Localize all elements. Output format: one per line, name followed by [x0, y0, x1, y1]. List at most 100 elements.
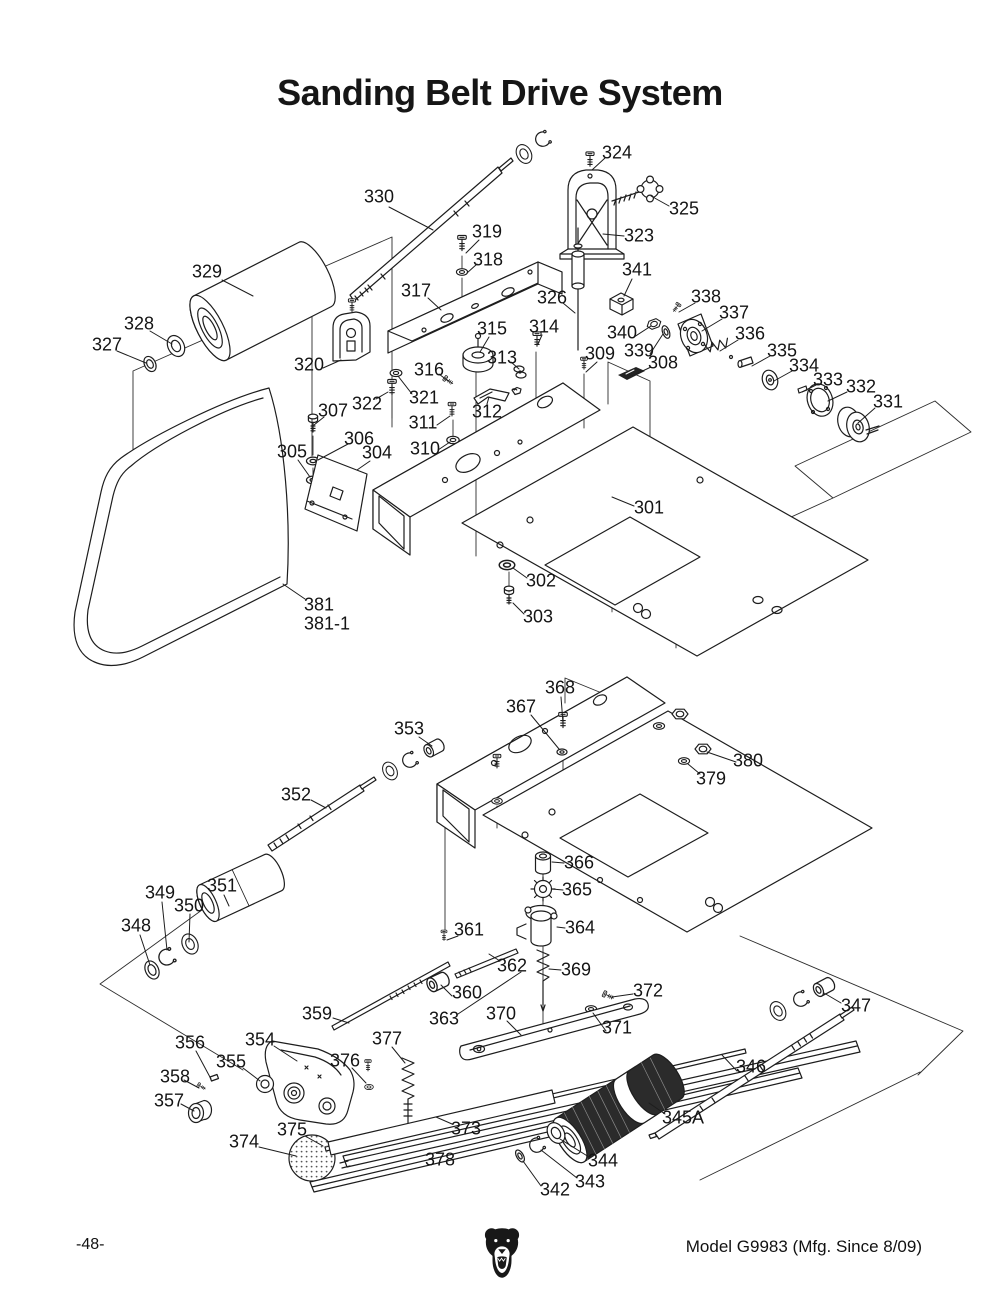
part-label-376: 376: [329, 1050, 361, 1071]
part-label-375: 375: [276, 1119, 308, 1140]
plate-320: [332, 311, 371, 362]
disc-334: [761, 369, 779, 391]
part-label-359: 359: [301, 1003, 333, 1024]
block-341: [609, 292, 634, 316]
part-label-333: 333: [812, 369, 844, 390]
washer-318: [455, 268, 469, 276]
part-label-363: 363: [428, 1008, 460, 1029]
part-label-312: 312: [471, 401, 503, 422]
part-label-319: 319: [471, 221, 503, 242]
part-label-328: 328: [123, 313, 155, 334]
part-label-356: 356: [174, 1032, 206, 1053]
housing-364: [516, 904, 558, 947]
part-label-318: 318: [472, 249, 504, 270]
bearing-346: [766, 998, 790, 1024]
tension-rod-326: [571, 227, 585, 351]
part-label-371: 371: [601, 1017, 633, 1038]
part-label-314: 314: [528, 316, 560, 337]
part-label-339: 339: [623, 340, 655, 361]
part-label-311: 311: [408, 412, 438, 433]
shaft-346: [648, 1006, 855, 1140]
part-label-364: 364: [564, 917, 596, 938]
roller-345A: [552, 1053, 685, 1164]
spring-369: [536, 949, 550, 1012]
arm-370: [459, 997, 649, 1061]
washers-313: [513, 365, 527, 379]
part-label-345A: 345A: [661, 1107, 705, 1128]
bearing-352: [379, 759, 401, 783]
part-label-346: 346: [735, 1056, 767, 1077]
part-label-370: 370: [485, 1003, 517, 1024]
beam-317: [387, 261, 563, 354]
screw-303: [503, 585, 515, 605]
part-label-335: 335: [766, 340, 798, 361]
part-label-352: 352: [280, 784, 312, 805]
washer-367: [556, 748, 568, 756]
screw-320-top: [347, 298, 357, 313]
part-label-329: 329: [191, 261, 223, 282]
part-label-367: 367: [505, 696, 537, 717]
plate-308: [618, 367, 645, 380]
part-label-320: 320: [293, 354, 325, 375]
part-label-338: 338: [690, 286, 722, 307]
bearing-350: [178, 930, 202, 958]
nut-upper-right: [671, 708, 689, 720]
drive-roller-329: [189, 241, 336, 362]
knob-325: [611, 175, 664, 206]
main-beam-tube: [372, 382, 601, 556]
screw-358: [196, 1082, 207, 1092]
page-title: Sanding Belt Drive System: [277, 72, 723, 113]
part-label-341: 341: [621, 259, 653, 280]
rod-359: [331, 961, 451, 1031]
shaft-362: [454, 948, 519, 979]
part-label-369: 369: [560, 959, 592, 980]
ring-327: [143, 355, 157, 373]
shaft-352: [267, 776, 377, 852]
part-label-347: 347: [840, 995, 872, 1016]
part-label-362: 362: [496, 955, 528, 976]
part-label-330: 330: [363, 186, 395, 207]
part-label-355: 355: [215, 1051, 247, 1072]
bracket-354: [255, 1040, 355, 1125]
part-label-337: 337: [718, 302, 750, 323]
part-label-331: 331: [872, 391, 904, 412]
model-text: Model G9983 (Mfg. Since 8/09): [685, 1237, 922, 1256]
part-label-303: 303: [522, 606, 554, 627]
clamp-312: [473, 386, 522, 405]
screw-316: [442, 374, 455, 387]
flange-337: [677, 313, 714, 357]
part-label-305: 305: [276, 441, 308, 462]
part-label-373: 373: [450, 1118, 482, 1139]
part-label-313: 313: [486, 347, 518, 368]
part-label-332: 332: [845, 376, 877, 397]
part-label-344: 344: [587, 1150, 619, 1171]
lower-beam-tube: [436, 676, 666, 849]
screw-324: [585, 151, 595, 167]
ring-348: [144, 960, 160, 980]
part-label-361: 361: [453, 919, 485, 940]
roller-351: [196, 853, 285, 923]
part-label-323: 323: [623, 225, 655, 246]
bracket-323: [559, 169, 625, 260]
ring-plate-332: [806, 383, 834, 417]
part-label-322: 322: [351, 393, 383, 414]
part-label-354: 354: [244, 1029, 276, 1050]
pin-335: [728, 354, 754, 369]
retaining-ring-330-end: [532, 129, 553, 150]
washer-342: [513, 1147, 527, 1165]
part-label-349: 349: [144, 882, 176, 903]
part-label-368: 368: [544, 677, 576, 698]
part-label-304: 304: [361, 442, 393, 463]
part-label-336: 336: [734, 323, 766, 344]
screw-372: [601, 990, 616, 1002]
part-label-316: 316: [413, 359, 445, 380]
part-label-348: 348: [120, 915, 152, 936]
washer-upper-right: [652, 722, 666, 730]
washer-lower-beam: [491, 797, 503, 805]
part-label-309: 309: [584, 343, 616, 364]
cap-357: [187, 1099, 213, 1124]
hub-331: [837, 406, 880, 443]
part-label-350: 350: [173, 895, 205, 916]
